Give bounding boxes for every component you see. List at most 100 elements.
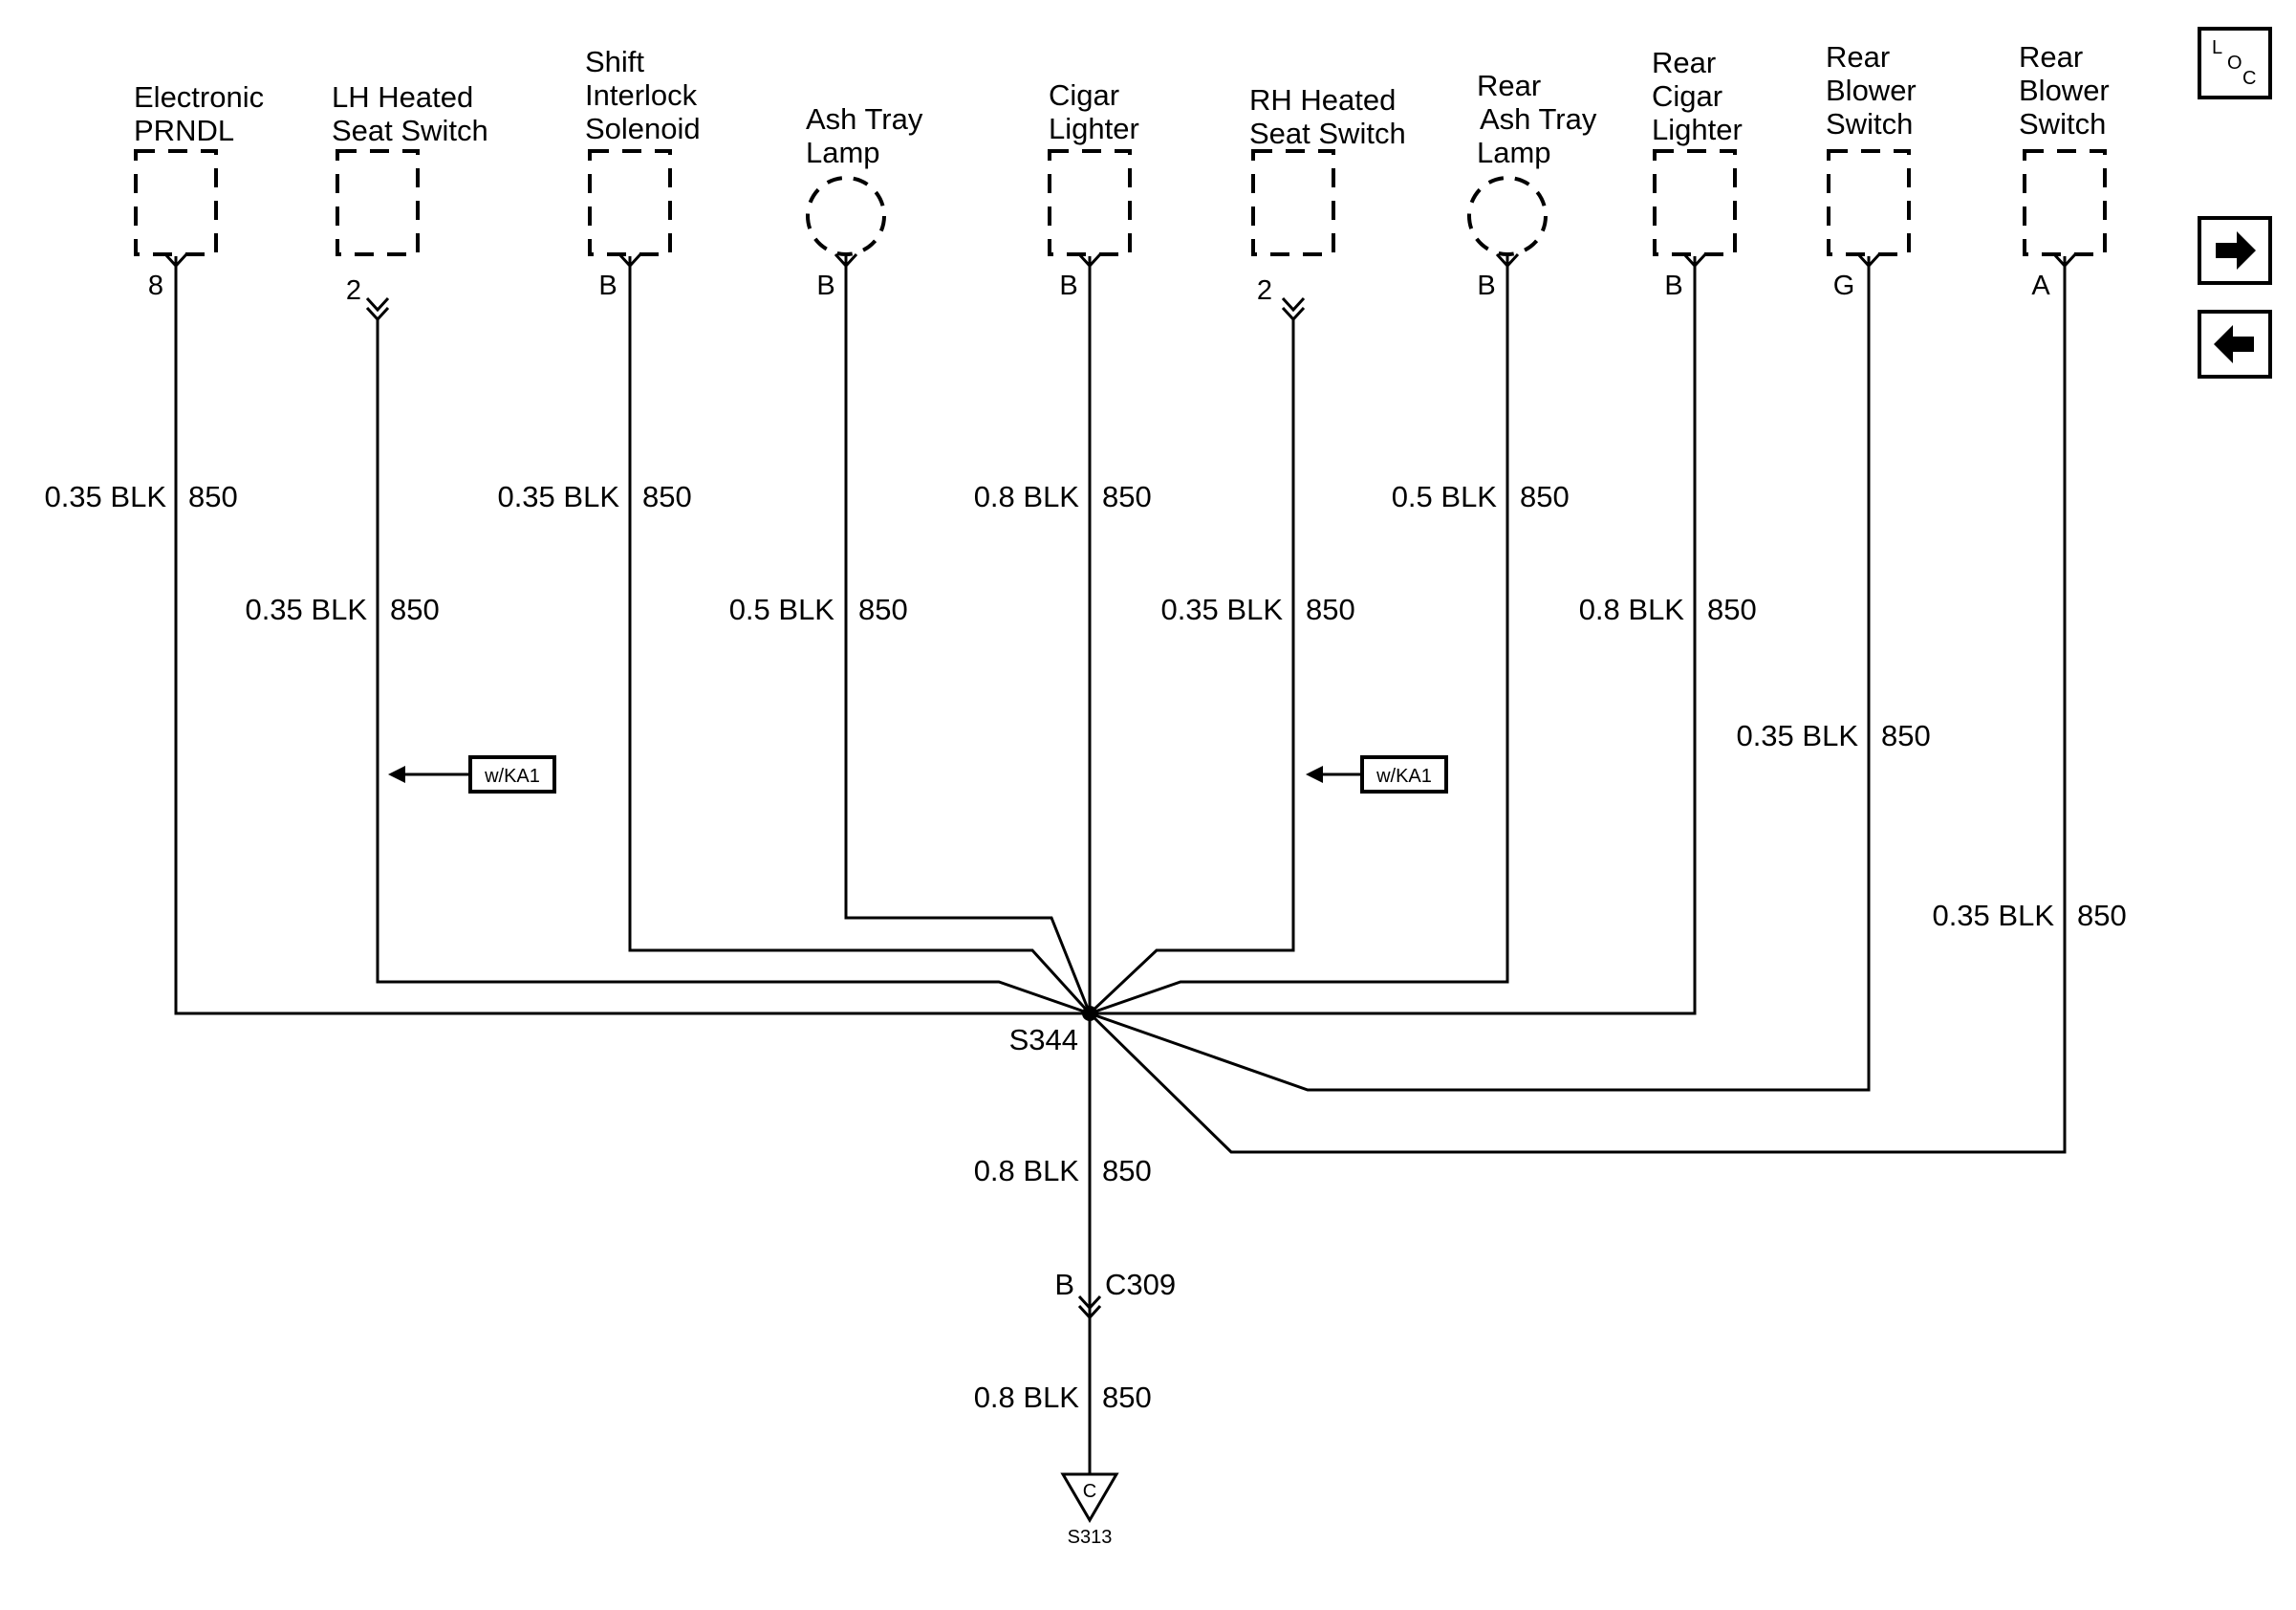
wire-ashtray-lamp [844,256,1092,1014]
wire-circuit-label: 850 [1707,593,1757,626]
comp-label-ashtray-1: Ash Tray [806,102,923,136]
wire-circuit-label-trunk-lower: 850 [1102,1381,1152,1414]
comp-label-rear-cigar-1: Rear [1652,46,1716,79]
ground-letter: C [1083,1481,1096,1502]
pin-label: 2 [1257,275,1272,306]
wire-lh-seat-switch [376,319,1091,1015]
wire-size-label-trunk-lower: 0.8 BLK [974,1381,1080,1414]
wire-circuit-label: 850 [2077,899,2127,932]
loc-icon[interactable] [2198,27,2272,99]
forward-button[interactable] [2198,216,2272,285]
option-arrow-head-icon [1306,766,1323,783]
component-box-rear-blower-g [1827,149,1911,256]
comp-label-rear-blower-g-2: Blower [1826,74,1917,107]
option-tag-box [468,755,556,794]
nav-icons: L O C [2198,27,2272,379]
pin-label: B [1477,271,1495,301]
component-box-lh-seat-switch [336,149,420,256]
component-box-rh-seat-switch [1251,149,1335,256]
lamp-symbol-rear-ashtray [1467,176,1548,256]
splice-dot [1082,1006,1097,1021]
comp-label-rear-ashtray-2: Ash Tray [1480,102,1597,136]
wire-size-label: 0.35 BLK [1160,593,1283,626]
wire-shift-interlock [628,256,1092,1015]
wire-size-label: 0.35 BLK [245,593,367,626]
pin-terminals [163,252,2077,322]
comp-label-rh-seat-1: RH Heated [1249,83,1396,117]
ground-s313: C S313 [1060,1472,1119,1548]
wire-circuit-label: 850 [858,593,908,626]
component-labels: Electronic PRNDL LH Heated Seat Switch S… [134,40,2110,169]
loc-letter-o: O [2227,53,2242,74]
wire-circuit-label: 850 [1520,480,1570,513]
back-arrow-glyph-icon [2214,325,2254,363]
option-tag-label: w/KA1 [1375,766,1432,787]
component-box-rear-cigar-lighter [1653,149,1737,256]
ground-name: S313 [1068,1527,1113,1548]
comp-label-shift-3: Solenoid [585,112,701,145]
wire-circuit-label: 850 [188,480,238,513]
wire-circuit-label: 850 [1102,480,1152,513]
connector-name-label: C309 [1105,1268,1176,1301]
wire-rear-blower-a [1088,256,2067,1154]
comp-label-rear-blower-g-3: Switch [1826,107,1913,141]
forward-arrow-glyph-icon [2216,231,2256,270]
wire-size-label: 0.35 BLK [44,480,166,513]
comp-label-lh-seat-2: Seat Switch [332,114,488,147]
back-button[interactable] [2198,310,2272,379]
wire-rear-ashtray-lamp [1089,256,1509,1015]
connector-pin-label: B [1054,1268,1074,1301]
comp-label-rear-blower-g-1: Rear [1826,40,1890,74]
wire-size-label: 0.35 BLK [1736,719,1858,752]
wire-size-label: 0.8 BLK [1579,593,1685,626]
wire-circuit-label-trunk-upper: 850 [1102,1154,1152,1187]
wire-size-label: 0.35 BLK [1932,899,2054,932]
option-tag-label: w/KA1 [484,766,540,787]
splice-label: S344 [1009,1023,1078,1056]
comp-label-cigar-2: Lighter [1049,112,1139,145]
pin-labels: 8 2 B B B 2 B B G A [148,271,2050,306]
comp-label-rear-cigar-3: Lighter [1652,113,1743,146]
wire-labels: 0.35 BLK 850 0.35 BLK 850 0.35 BLK 850 0… [44,480,2126,1414]
comp-label-ashtray-2: Lamp [806,136,880,169]
wire-rear-blower-g [1089,256,1871,1092]
wire-size-label: 0.5 BLK [1392,480,1498,513]
terminal-mark-inline [1281,296,1306,313]
wire-size-label: 0.5 BLK [729,593,835,626]
ground-icon [1060,1472,1119,1523]
connector-c309: B C309 [1054,1268,1176,1320]
comp-label-rear-blower-a-2: Blower [2019,74,2110,107]
forward-arrow-icon[interactable] [2198,216,2272,285]
comp-label-shift-1: Shift [585,45,644,78]
terminal-mark-inline [1077,1295,1102,1311]
comp-label-rh-seat-2: Seat Switch [1249,117,1406,150]
wire-circuit-label: 850 [642,480,692,513]
wire-circuit-label: 850 [1306,593,1355,626]
option-tag-box [1360,755,1448,794]
wires [174,256,2067,1482]
terminal-mark-inline [365,296,390,313]
pin-label: G [1833,271,1855,301]
comp-label-rear-ashtray-3: Lamp [1477,136,1551,169]
option-arrow-head-icon [388,766,405,783]
pin-label: B [1059,271,1077,301]
component-box-shift-interlock [588,149,672,256]
comp-label-rear-blower-a-3: Switch [2019,107,2106,141]
comp-label-shift-2: Interlock [585,78,698,112]
pin-label: A [2031,271,2050,301]
wire-size-label-trunk-upper: 0.8 BLK [974,1154,1080,1187]
pin-label: 8 [148,271,163,301]
wire-size-label: 0.35 BLK [497,480,619,513]
pin-label: B [598,271,617,301]
wire-rh-seat-switch [1088,319,1295,1015]
comp-label-rear-ashtray-1: Rear [1477,69,1541,102]
wire-size-label: 0.8 BLK [974,480,1080,513]
pin-label: B [1664,271,1682,301]
wire-rear-cigar-lighter [1090,256,1697,1015]
loc-button[interactable]: L O C [2198,27,2272,99]
option-tags: w/KA1 w/KA1 [388,755,1448,794]
comp-label-rear-cigar-2: Cigar [1652,79,1722,113]
wire-circuit-label: 850 [1881,719,1931,752]
comp-label-electronic-prndl-1: Electronic [134,80,264,114]
